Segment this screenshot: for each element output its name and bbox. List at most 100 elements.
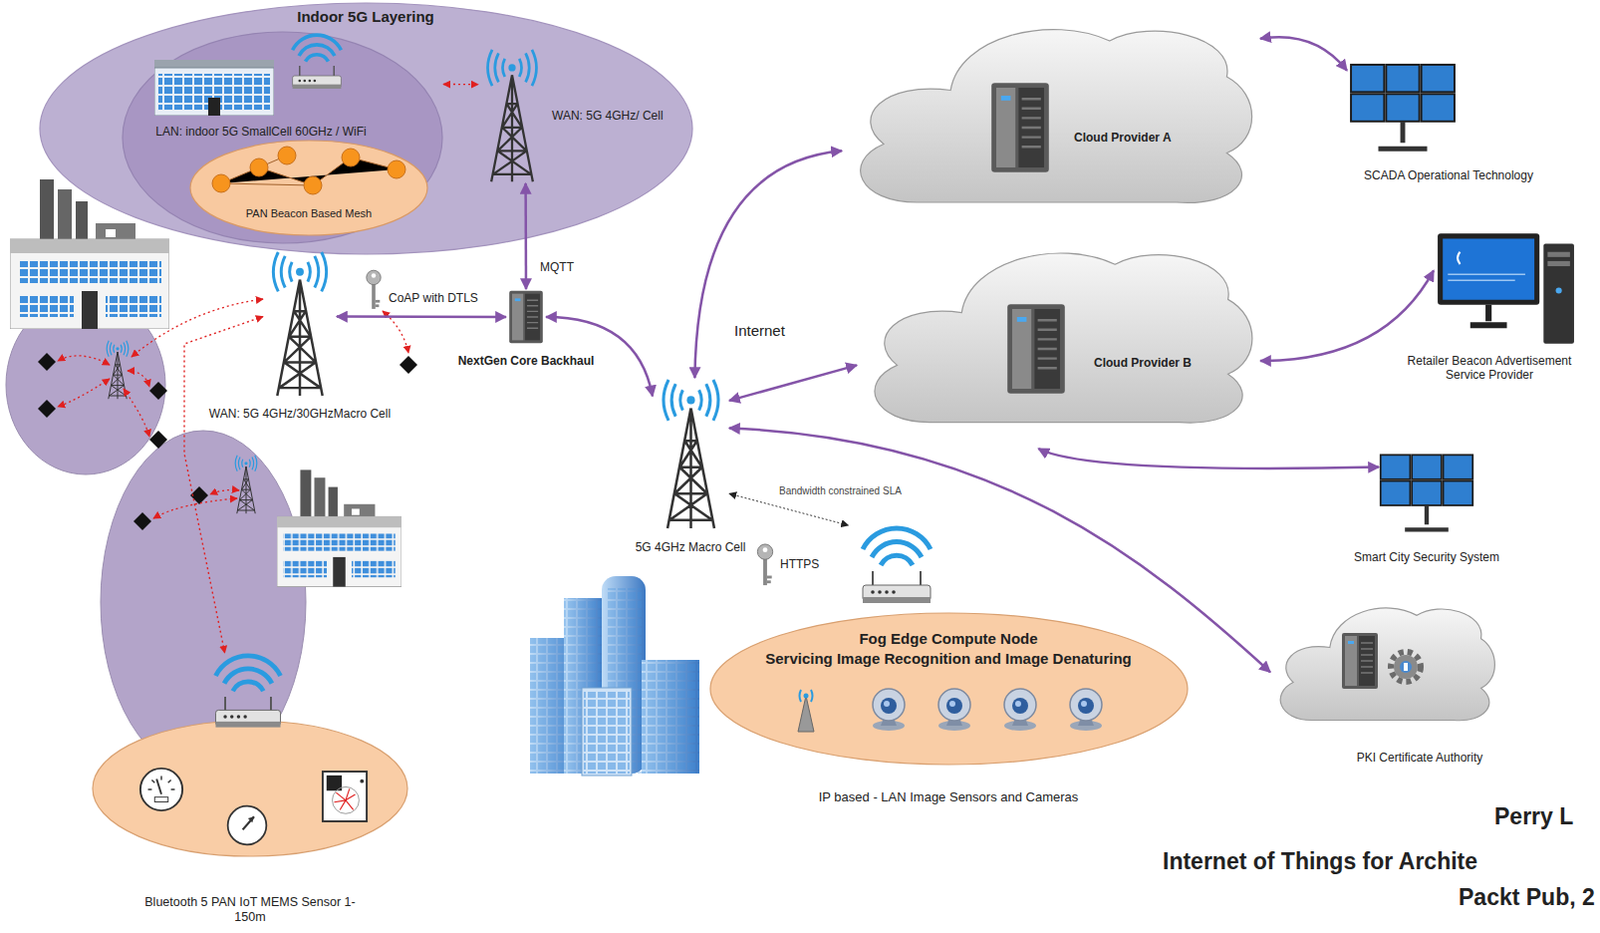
drawing-part	[131, 298, 264, 357]
cloud-provider-shape	[856, 229, 1261, 449]
drawing-part	[1280, 607, 1495, 721]
region-outline	[122, 31, 443, 244]
lan-region: LAN: indoor 5G SmallCell 60GHz / WiFiPAN…	[121, 30, 444, 245]
monitor-wall-shape	[1346, 60, 1459, 159]
connector	[1038, 448, 1379, 469]
mesh-icon	[212, 146, 406, 195]
free-label-slot: HTTPS	[780, 553, 819, 572]
cloud-provider: Cloud Provider B	[856, 229, 1261, 449]
drawing-part	[210, 490, 240, 496]
node-label: Bluetooth 5 PAN IoT MEMS Sensor 1-150m	[133, 894, 368, 925]
edge-label: Bandwidth constrained SLA	[777, 485, 904, 498]
mon-icon	[1380, 454, 1474, 530]
cloud-outline	[874, 253, 1253, 423]
free-label: Packt Pub, 2	[1458, 883, 1596, 912]
sensor-diamonds	[37, 352, 418, 531]
cam-icon	[938, 688, 971, 731]
mini-tower	[235, 455, 258, 514]
drawing-part	[860, 29, 1253, 204]
region-outline	[92, 720, 408, 856]
node-label: WAN: 5G 4GHz/30GHzMacro Cell	[209, 406, 391, 421]
gear-icon	[1390, 651, 1421, 682]
node-label: Retailer Beacon Advertisement Service Pr…	[1389, 353, 1590, 383]
node-label-slot: LAN: indoor 5G SmallCell 60GHz / WiFi	[155, 121, 366, 140]
drawing-part	[149, 430, 168, 449]
node-label-slot: Servicing Image Recognition and Image De…	[765, 649, 1132, 668]
connector	[1260, 36, 1347, 71]
node-label: PKI Certificate Authority	[1356, 750, 1484, 765]
cloud-provider: Cloud Provider A	[841, 4, 1261, 230]
mon-icon	[1350, 64, 1455, 149]
tower-icon	[488, 49, 537, 182]
city-buildings	[530, 575, 700, 776]
pc-icon	[1437, 233, 1575, 343]
edge-label-slot: Bandwidth constrained SLA	[777, 480, 904, 499]
cloud-provider-shape	[841, 4, 1261, 230]
red-radio-links	[57, 298, 409, 519]
edge-label: CoAP with DTLS	[386, 290, 481, 305]
cell-tower: 5G 4GHz Macro Cell	[652, 377, 730, 531]
bluetooth-pan-shape	[91, 652, 409, 857]
drawing-part	[37, 352, 56, 371]
cell-tower: WAN: 5G 4GHz/30GHzMacro Cell	[263, 250, 337, 398]
monitor-wall-shape	[1378, 448, 1475, 541]
drawing-part	[37, 399, 56, 418]
router-icon	[292, 34, 342, 89]
gauge-icon	[140, 768, 183, 810]
cell-tower-shape	[652, 377, 730, 531]
drawing-part	[127, 370, 150, 387]
node-label: SCADA Operational Technology	[1363, 168, 1534, 183]
node-label-slot: SCADA Operational Technology	[1363, 165, 1534, 184]
node-label: Servicing Image Recognition and Image De…	[765, 649, 1132, 668]
node-label-slot: Bluetooth 5 PAN IoT MEMS Sensor 1-150m	[133, 894, 368, 925]
drawing-part	[874, 253, 1253, 423]
connector	[729, 364, 857, 401]
pan-region: PAN Beacon Based Mesh	[189, 139, 429, 237]
node-label-slot: Cloud Provider A	[1073, 127, 1172, 146]
server-icon	[991, 82, 1050, 173]
edge-label-slot: CoAP with DTLS	[386, 287, 481, 306]
router-icon	[862, 528, 931, 603]
node-label-slot: IP based - LAN Image Sensors and Cameras	[818, 787, 1079, 805]
key-icon	[757, 543, 773, 585]
node-label: Indoor 5G Layering	[296, 7, 435, 26]
node-label-slot: Retailer Beacon Advertisement Service Pr…	[1389, 353, 1590, 383]
server-icon	[509, 290, 543, 343]
connector	[336, 314, 507, 318]
drawing-part	[583, 691, 630, 774]
node-label-slot: Cloud Provider B	[1093, 352, 1192, 371]
free-label: Internet	[734, 321, 786, 340]
free-label: Internet of Things for Archite	[1162, 847, 1478, 876]
region-outline	[190, 140, 428, 236]
node-label-slot: PKI Certificate Authority	[1356, 747, 1484, 766]
edge-label-slot: MQTT	[537, 257, 576, 275]
node-label-slot: PAN Beacon Based Mesh	[246, 203, 372, 222]
monitor-wall: SCADA Operational Technology	[1346, 60, 1459, 159]
tower-icon	[272, 252, 326, 396]
factory-icon	[276, 469, 402, 586]
purple-coverage	[100, 430, 306, 774]
node-label-slot: WAN: 5G 4GHz/30GHzMacro Cell	[209, 403, 391, 422]
region-outline	[710, 612, 1188, 765]
connector	[184, 316, 264, 653]
node-label-slot: Indoor 5G Layering	[296, 7, 435, 26]
node-label: NextGen Core Backhaul	[458, 353, 595, 368]
region-outline	[39, 2, 693, 255]
dial-icon	[228, 805, 267, 845]
drawing-part	[57, 378, 110, 407]
node-label: Smart City Security System	[1353, 549, 1500, 564]
drawing-part	[153, 498, 238, 519]
monitor-wall: Smart City Security System	[1378, 448, 1475, 541]
drawing-part	[149, 381, 168, 400]
node-label-slot: Fog Edge Compute Node	[858, 629, 1038, 648]
free-label-slot: Perry L	[1494, 802, 1574, 831]
router-icon	[215, 655, 280, 728]
drawing-part	[641, 659, 700, 774]
tower-icon	[663, 379, 719, 529]
node-label: Cloud Provider A	[1073, 130, 1172, 145]
bldg-icon	[154, 59, 274, 116]
cell-tower: WAN: 5G 4GHz/ Cell	[478, 47, 546, 184]
cloud-outline	[860, 29, 1253, 204]
free-label: HTTPS	[780, 556, 819, 571]
